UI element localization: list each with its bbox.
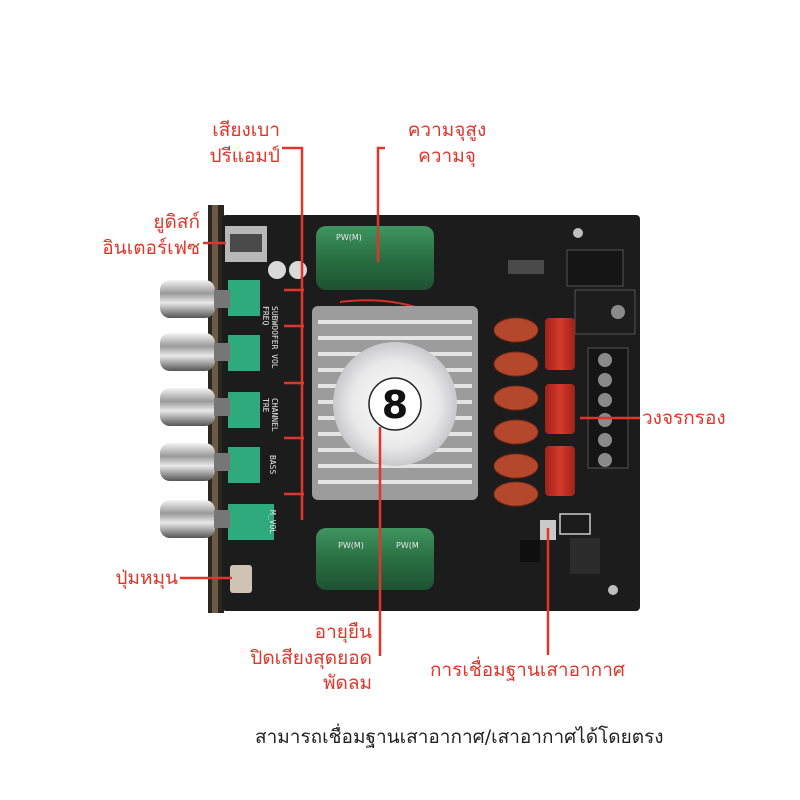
label-fan-line2: ปิดเสียงสุดยอด: [250, 646, 372, 669]
capacitor-top: PW(M): [316, 226, 434, 290]
cap-bottom-marking-a: PW(M): [338, 541, 364, 550]
marking-tre: TRE: [261, 398, 270, 413]
cooling-fan: 8: [333, 342, 457, 466]
pointer-lines: [180, 146, 640, 656]
power-switch: [230, 565, 252, 593]
pointer-amp-volume: [282, 146, 304, 520]
marking-bass: BASS: [268, 455, 277, 474]
knobs: [160, 280, 274, 540]
label-filter-circuit: วงจรกรอง: [642, 406, 752, 432]
knob-2: [160, 333, 260, 371]
label-capacitor-line2: ความจุ: [418, 144, 476, 167]
antenna-base: [520, 513, 600, 574]
pointer-ticks: [284, 288, 304, 496]
dc-input: [508, 249, 624, 287]
cap-top-marking: PW(M): [336, 233, 362, 242]
screw-terminal-side: [587, 347, 629, 469]
label-fan: อายุยืน ปิดเสียงสุดยอด พัดลม: [200, 620, 372, 697]
label-usb: ยูดิสก์ อินเตอร์เฟซ: [60, 210, 200, 261]
label-amp-volume: เสียงเบา ปรีแอมป์: [170, 118, 280, 169]
cap-bottom-marking-b: PW(M: [396, 541, 419, 550]
filter-capacitors: [545, 318, 575, 496]
marking-m-vol: M_VOL: [268, 510, 277, 534]
knob-1: [160, 280, 260, 318]
marking-subwoofer-vol: SUBWOOFER VOL: [270, 306, 279, 369]
caption-antenna-direct: สามารถเชื่อมฐานเสาอากาศ/เสาอากาศได้โดยตร…: [255, 726, 664, 748]
label-antenna: การเชื่อมฐานเสาอากาศ: [430, 658, 670, 684]
fan-logo-icon: 8: [382, 383, 408, 427]
label-amp-volume-line2: ปรีแอมป์: [209, 144, 280, 167]
board-markings: FREQ SUBWOOFER VOL TRE CHANNEL BASS M_VO…: [261, 306, 279, 534]
filter-coils: [493, 317, 539, 507]
label-filter-circuit-text: วงจรกรอง: [642, 407, 726, 429]
label-knob: ปุ่มหมุน: [80, 566, 178, 592]
knob-4: [160, 443, 260, 483]
knob-5: [160, 500, 274, 540]
knob-3: [160, 388, 260, 428]
pointer-capacitor: [376, 146, 385, 262]
capacitor-bottom: PW(M) PW(M: [316, 528, 434, 590]
label-antenna-text: การเชื่อมฐานเสาอากาศ: [430, 659, 625, 681]
screw-terminal-top: [574, 289, 636, 335]
marking-channel: CHANNEL: [270, 398, 279, 432]
marking-freq: FREQ: [261, 306, 270, 325]
label-usb-line1: ยูดิสก์: [153, 211, 200, 233]
label-usb-line2: อินเตอร์เฟซ: [102, 236, 200, 259]
label-fan-line3: พัดลม: [322, 672, 372, 695]
label-capacitor: ความจุสูง ความจุ: [392, 118, 502, 169]
label-amp-volume-line1: เสียงเบา: [212, 119, 280, 141]
label-knob-text: ปุ่มหมุน: [115, 567, 178, 589]
usb-port: [225, 226, 267, 262]
label-capacitor-line1: ความจุสูง: [407, 119, 487, 141]
label-fan-line1: อายุยืน: [314, 621, 372, 643]
